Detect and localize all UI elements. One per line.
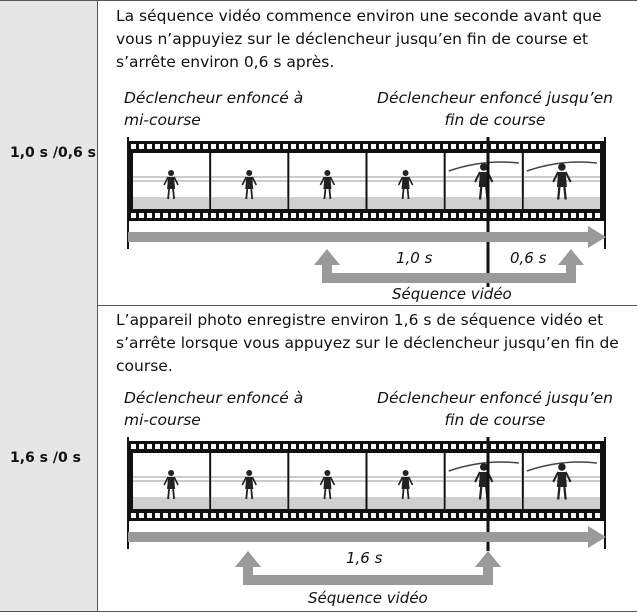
film-frame bbox=[211, 453, 288, 509]
caption-line: Déclencheur enfoncé à bbox=[124, 89, 304, 107]
film-strip bbox=[128, 441, 605, 521]
film-frame bbox=[367, 153, 444, 209]
film-strip bbox=[128, 141, 605, 221]
runner-figure bbox=[163, 170, 179, 200]
timeline-diagram: 1,6 s Séquence vidéo bbox=[127, 437, 606, 607]
timeline-diagram: 1,0 s 0,6 s Séquence vidéo bbox=[127, 137, 606, 303]
description-cell: L’appareil photo enregistre environ 1,6 … bbox=[98, 305, 637, 611]
option-label: 1,0 s /0,6 s bbox=[10, 145, 97, 161]
bracket-left-arrow bbox=[314, 249, 340, 265]
runner-figure bbox=[552, 163, 572, 200]
film-frame bbox=[367, 453, 444, 509]
table-row-1: 1,0 s /0,6 s La séquence vidéo commence … bbox=[0, 0, 637, 306]
film-frame bbox=[445, 453, 522, 509]
caption-line: Déclencheur enfoncé à bbox=[124, 389, 304, 407]
caption-line: mi-course bbox=[124, 111, 201, 129]
runner-figure bbox=[241, 170, 257, 200]
bracket-right-arrow bbox=[475, 551, 501, 567]
film-frame bbox=[211, 153, 288, 209]
caption-line: mi-course bbox=[124, 411, 201, 429]
caption-full-press: Déclencheur enfoncé jusqu’en fin de cour… bbox=[370, 387, 620, 431]
caption-full-press: Déclencheur enfoncé jusqu’en fin de cour… bbox=[370, 87, 620, 131]
duration-before: 1,0 s bbox=[396, 249, 433, 267]
bracket-right bbox=[483, 565, 493, 583]
bracket-left-arrow bbox=[235, 551, 261, 567]
description-text: L’appareil photo enregistre environ 1,6 … bbox=[116, 311, 619, 375]
label-cell: 1,6 s /0 s bbox=[0, 305, 98, 611]
bracket-bottom bbox=[322, 273, 576, 283]
duration-after: 0,6 s bbox=[510, 249, 547, 267]
timeline-arrowhead bbox=[588, 526, 606, 548]
timeline-arrowhead bbox=[588, 226, 606, 248]
runner-figure bbox=[241, 470, 257, 500]
caption-line: Déclencheur enfoncé jusqu’en bbox=[377, 89, 613, 107]
film-frame bbox=[445, 153, 522, 209]
runner-figure bbox=[397, 470, 414, 500]
description-text: La séquence vidéo commence environ une s… bbox=[116, 7, 602, 71]
bracket-right bbox=[566, 263, 576, 281]
runner-figure bbox=[397, 170, 414, 200]
runner-figure bbox=[319, 170, 336, 200]
duration-total: 1,6 s bbox=[346, 549, 383, 567]
caption-line: fin de course bbox=[444, 111, 546, 129]
film-frame bbox=[523, 153, 600, 209]
sequence-label: Séquence vidéo bbox=[308, 589, 428, 607]
runner-figure bbox=[474, 463, 494, 500]
option-label: 1,6 s /0 s bbox=[10, 450, 81, 466]
description-cell: La séquence vidéo commence environ une s… bbox=[98, 1, 637, 305]
label-cell: 1,0 s /0,6 s bbox=[0, 1, 98, 305]
bracket-left bbox=[243, 565, 253, 583]
timeline-bar bbox=[128, 532, 593, 542]
bracket-left bbox=[322, 263, 332, 281]
film-frame bbox=[133, 153, 210, 209]
table-row-2: 1,6 s /0 s L’appareil photo enregistre e… bbox=[0, 305, 637, 612]
film-frame bbox=[133, 453, 210, 509]
film-frame bbox=[523, 453, 600, 509]
bracket-right-arrow bbox=[558, 249, 584, 265]
caption-line: fin de course bbox=[444, 411, 546, 429]
sequence-label: Séquence vidéo bbox=[392, 285, 512, 303]
runner-figure bbox=[319, 470, 336, 500]
timeline-bar bbox=[128, 232, 593, 242]
film-frame bbox=[289, 453, 366, 509]
film-frame bbox=[289, 153, 366, 209]
caption-line: Déclencheur enfoncé jusqu’en bbox=[377, 389, 613, 407]
bracket-bottom bbox=[243, 575, 493, 585]
caption-half-press: Déclencheur enfoncé à mi-course bbox=[124, 87, 303, 131]
caption-half-press: Déclencheur enfoncé à mi-course bbox=[124, 387, 303, 431]
runner-figure bbox=[163, 470, 179, 500]
runner-figure bbox=[552, 463, 572, 500]
